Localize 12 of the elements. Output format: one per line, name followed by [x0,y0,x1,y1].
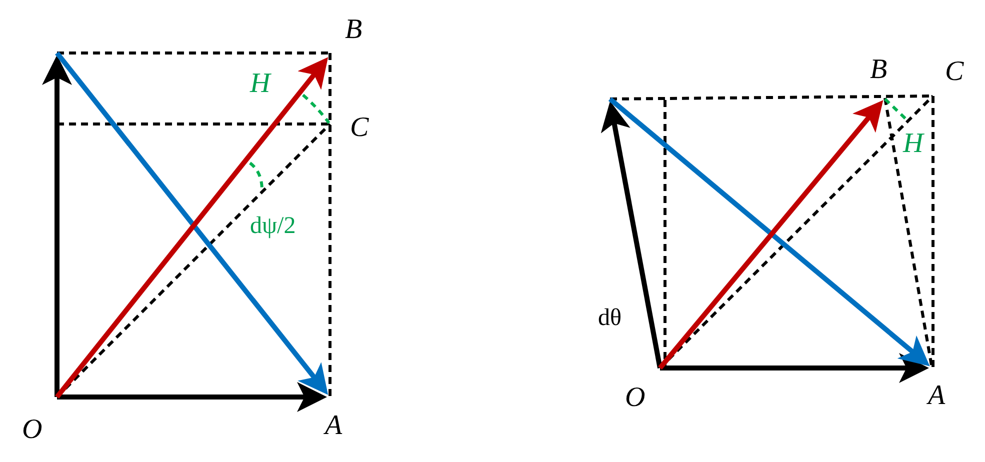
point-label: B [345,16,362,44]
point-label: H [903,130,924,158]
point-label: C [350,114,369,142]
angle-label: dψ/2 [250,214,296,238]
point-label: O [625,384,646,412]
point-label: C [945,58,964,86]
point-label: O [22,416,42,444]
point-label: B [870,56,888,84]
point-label: A [325,412,342,440]
point-label: H [250,70,270,98]
point-label: A [928,382,946,410]
angle-label: dθ [598,306,622,330]
